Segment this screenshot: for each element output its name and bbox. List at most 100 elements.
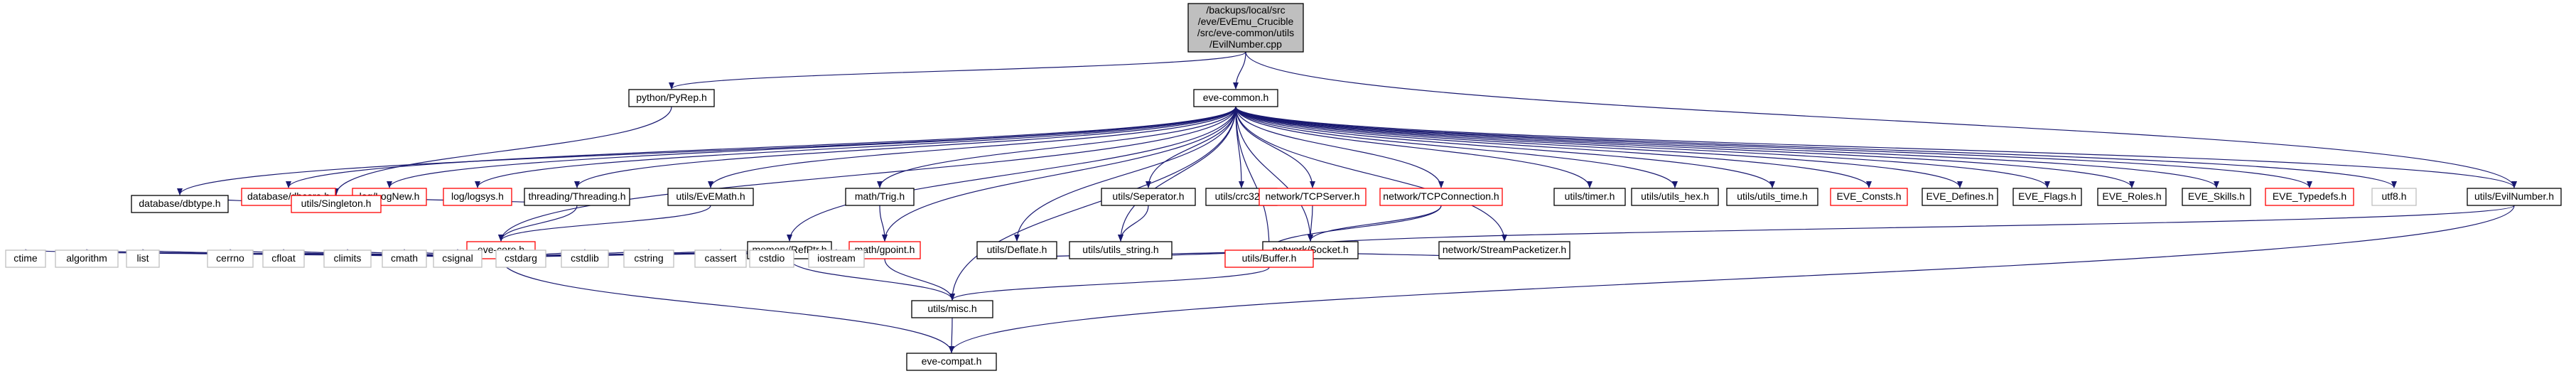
node-label-tcpserver: network/TCPServer.h — [1265, 190, 1359, 202]
node-utils_string[interactable]: utils/utils_string.h — [1069, 241, 1173, 259]
node-cstring: cstring — [623, 249, 674, 268]
edge-evecommon-to-evilnumber_h — [1235, 106, 2517, 188]
edge-evecommon-to-trig — [877, 106, 1236, 188]
node-box-evecommon — [1193, 89, 1278, 107]
node-box-eve_consts — [1830, 188, 1908, 206]
edge-evecommon-to-dbtype — [177, 106, 1236, 195]
node-pyrep[interactable]: python/PyRep.h — [628, 89, 715, 107]
node-label-cassert: cassert — [704, 252, 736, 264]
edge-evecommon-to-eve_defines — [1235, 106, 1963, 188]
edge-root-to-evecommon — [1233, 51, 1246, 90]
node-label-cmath: cmath — [391, 252, 418, 264]
node-ctime: ctime — [5, 249, 46, 268]
node-label-evemath: utils/EvEMath.h — [676, 190, 745, 202]
node-deflate[interactable]: utils/Deflate.h — [976, 241, 1057, 259]
edge-evecommon-to-streampack — [1235, 106, 1507, 242]
edge-evecommon-to-gpoint — [882, 106, 1236, 242]
node-dbtype[interactable]: database/dbtype.h — [131, 195, 229, 213]
node-evilnumber_h[interactable]: utils/EvilNumber.h — [2467, 188, 2562, 206]
node-label-root: /eve/EvEmu_Crucible — [1198, 16, 1294, 27]
node-box-climits — [323, 249, 372, 268]
node-utf8: utf8.h — [2371, 188, 2417, 206]
node-label-eve_consts: EVE_Consts.h — [1836, 190, 1901, 202]
edge-evecommon-to-utils_hex — [1235, 106, 1678, 188]
node-logsys[interactable]: log/logsys.h — [443, 188, 512, 206]
node-label-evecommon: eve-common.h — [1203, 92, 1269, 103]
node-label-list: list — [136, 252, 149, 264]
node-box-utils_time — [1726, 188, 1818, 206]
node-label-cstring: cstring — [634, 252, 663, 264]
node-singleton[interactable]: utils/Singleton.h — [291, 195, 382, 213]
node-label-crc32: utils/crc32.h — [1215, 190, 1268, 202]
node-box-evecompat — [906, 353, 997, 371]
node-eve_typedefs[interactable]: EVE_Typedefs.h — [2265, 188, 2354, 206]
node-threading[interactable]: threading/Threading.h — [524, 188, 630, 206]
node-tcpconn[interactable]: network/TCPConnection.h — [1379, 188, 1503, 206]
node-seperator[interactable]: utils/Seperator.h — [1101, 188, 1196, 206]
node-misc[interactable]: utils/misc.h — [911, 300, 993, 318]
node-box-utils_hex — [1631, 188, 1719, 206]
node-evecommon[interactable]: eve-common.h — [1193, 89, 1278, 107]
node-box-list — [126, 249, 160, 268]
node-algorithm: algorithm — [55, 249, 119, 268]
node-box-pyrep — [628, 89, 715, 107]
edge-evilnumber_h-to-buffer — [1266, 205, 2515, 250]
node-cassert: cassert — [694, 249, 747, 268]
node-label-csignal: csignal — [442, 252, 473, 264]
edge-trig-to-gpoint — [879, 205, 888, 242]
node-label-streampack: network/StreamPacketizer.h — [1443, 244, 1566, 255]
node-box-eve_flags — [2012, 188, 2082, 206]
node-utils_hex[interactable]: utils/utils_hex.h — [1631, 188, 1719, 206]
edge-evecommon-to-tcpconn — [1235, 106, 1444, 188]
edge-evecommon-to-eve_typedefs — [1235, 106, 2312, 188]
edge-evecommon-to-buffer — [1235, 106, 1272, 250]
node-label-threading: threading/Threading.h — [529, 190, 626, 202]
node-eve_skills[interactable]: EVE_Skills.h — [2182, 188, 2251, 206]
edge-refptr-to-misc — [789, 258, 955, 301]
node-box-evilnumber_h — [2467, 188, 2562, 206]
node-label-timer: utils/timer.h — [1565, 190, 1615, 202]
node-label-iostream: iostream — [817, 252, 856, 264]
node-box-dbtype — [131, 195, 229, 213]
node-label-gpoint: math/gpoint.h — [855, 244, 915, 255]
node-buffer[interactable]: utils/Buffer.h — [1224, 249, 1314, 268]
edge-evilnumber_h-to-evecompat — [949, 205, 2515, 353]
edge-evemath-to-evecore — [498, 205, 711, 242]
node-streampack[interactable]: network/StreamPacketizer.h — [1438, 241, 1570, 259]
node-label-root: /backups/local/src — [1206, 4, 1285, 16]
edge-evecommon-to-eve_consts — [1235, 106, 1872, 188]
edge-tcpconn-to-socket — [1308, 205, 1442, 242]
node-eve_defines[interactable]: EVE_Defines.h — [1922, 188, 1998, 206]
node-box-buffer — [1224, 249, 1314, 268]
node-box-utils_string — [1069, 241, 1173, 259]
node-box-eve_skills — [2182, 188, 2251, 206]
node-eve_flags[interactable]: EVE_Flags.h — [2012, 188, 2082, 206]
edge-buffer-to-misc — [949, 267, 1270, 301]
edge-evecommon-to-eve_roles — [1235, 106, 2135, 188]
node-tcpserver[interactable]: network/TCPServer.h — [1259, 188, 1367, 206]
node-evecompat[interactable]: eve-compat.h — [906, 353, 997, 371]
node-cmath: cmath — [382, 249, 427, 268]
edge-evecommon-to-threading — [574, 106, 1236, 188]
node-eve_roles[interactable]: EVE_Roles.h — [2097, 188, 2167, 206]
node-eve_consts[interactable]: EVE_Consts.h — [1830, 188, 1908, 206]
node-label-eve_defines: EVE_Defines.h — [1926, 190, 1994, 202]
edge-evecommon-to-dbcore — [286, 106, 1236, 188]
node-timer[interactable]: utils/timer.h — [1553, 188, 1626, 206]
node-label-seperator: utils/Seperator.h — [1112, 190, 1184, 202]
node-label-utils_time: utils/utils_time.h — [1737, 190, 1808, 202]
node-box-eve_typedefs — [2265, 188, 2354, 206]
node-box-logsys — [443, 188, 512, 206]
node-cstdarg: cstdarg — [495, 249, 546, 268]
node-box-deflate — [976, 241, 1057, 259]
node-evemath[interactable]: utils/EvEMath.h — [667, 188, 754, 206]
node-csignal: csignal — [433, 249, 483, 268]
node-trig[interactable]: math/Trig.h — [845, 188, 915, 206]
edge-evecommon-to-timer — [1235, 106, 1593, 188]
node-iostream: iostream — [808, 249, 865, 268]
node-label-tcpconn: network/TCPConnection.h — [1383, 190, 1499, 202]
edge-evecommon-to-logsys — [475, 106, 1236, 188]
node-label-algorithm: algorithm — [66, 252, 107, 264]
node-utils_time[interactable]: utils/utils_time.h — [1726, 188, 1818, 206]
